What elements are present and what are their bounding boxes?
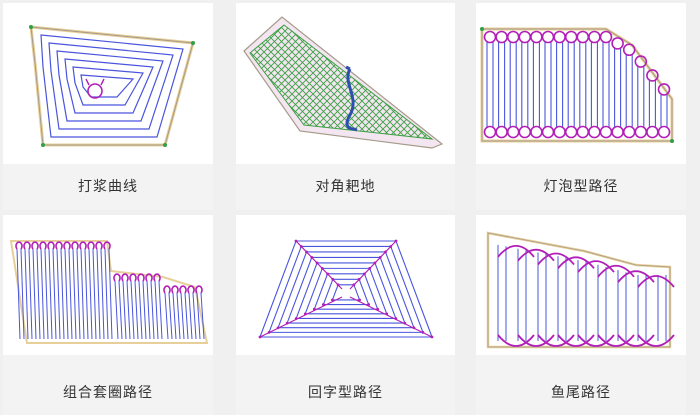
path-label-duijiao: 对角耙地	[315, 179, 376, 195]
path-card-yuwei[interactable]: 鱼尾路径	[476, 215, 686, 415]
path-label-dengpao: 灯泡型路径	[543, 179, 619, 195]
path-thumb-dajiang	[3, 3, 213, 164]
diagonal-harrow-icon	[243, 16, 444, 149]
path-card-dajiang[interactable]: 打浆曲线	[3, 3, 213, 210]
path-thumb-zuhe	[3, 215, 213, 355]
path-card-duijiao[interactable]: 对角耙地	[236, 3, 455, 210]
path-label-zuhe: 组合套圈路径	[63, 385, 153, 401]
path-label-yuwei: 鱼尾路径	[551, 385, 611, 401]
path-card-huizi[interactable]: 回字型路径	[236, 215, 455, 415]
path-card-zuhe[interactable]: 组合套圈路径	[3, 215, 213, 415]
spiral-path-icon	[29, 25, 195, 147]
concentric-path-icon	[258, 239, 434, 339]
combined-loop-path-icon	[9, 240, 209, 344]
path-label-dajiang: 打浆曲线	[78, 179, 138, 195]
path-thumb-duijiao	[236, 3, 455, 164]
fishtail-path-icon	[486, 231, 675, 349]
path-thumb-dengpao	[476, 3, 686, 164]
path-card-dengpao[interactable]: 灯泡型路径	[476, 3, 686, 210]
path-label-huizi: 回字型路径	[308, 385, 383, 401]
path-thumb-yuwei	[476, 215, 686, 355]
bulb-path-icon	[480, 27, 674, 143]
path-thumb-huizi	[236, 215, 455, 355]
